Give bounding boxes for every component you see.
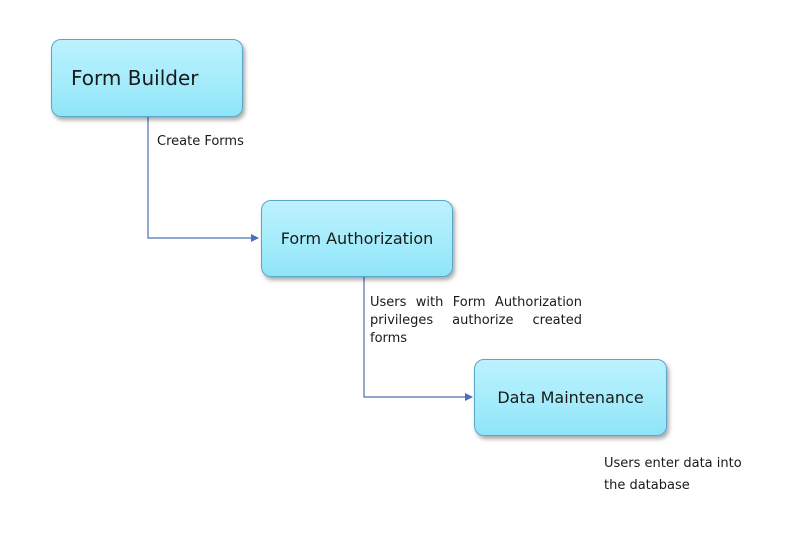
form-authorization-node: Form Authorization (261, 200, 453, 277)
authorize-forms-label: Users with Form Authorization privileges… (370, 295, 582, 346)
form-builder-label: Form Builder (71, 66, 199, 90)
data-maintenance-label: Data Maintenance (497, 388, 644, 407)
form-builder-node: Form Builder (51, 39, 243, 117)
connector-authorization-to-maintenance (363, 277, 473, 401)
connector-builder-to-authorization (147, 117, 259, 242)
form-authorization-label: Form Authorization (280, 229, 434, 248)
enter-data-note: Users enter data into the database (604, 456, 742, 493)
data-maintenance-node: Data Maintenance (474, 359, 667, 436)
create-forms-label: Create Forms (157, 134, 244, 149)
